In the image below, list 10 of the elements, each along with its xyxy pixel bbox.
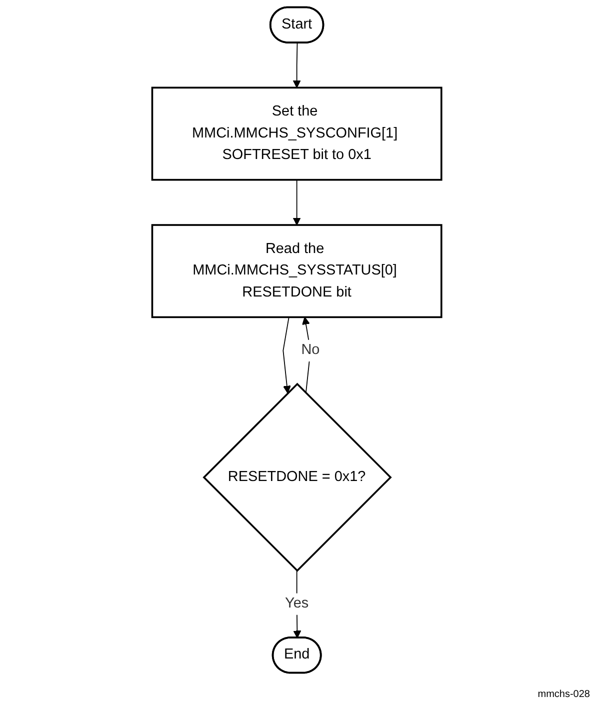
arrow <box>293 570 302 638</box>
edge-label: Yes <box>285 596 309 612</box>
arrow <box>282 316 292 394</box>
arrow <box>293 42 301 88</box>
node-diamond: RESETDONE = 0x1? <box>202 382 392 572</box>
arrow <box>293 179 301 226</box>
node-box: Read the MMCi.MMCHS_SYSSTATUS[0] RESETDONE bit <box>152 224 442 318</box>
edge-label: No <box>301 342 320 358</box>
figure-id: mmchs-028 <box>538 689 590 700</box>
node-box: Set the MMCi.MMCHS_SYSCONFIG[1] SOFTRESET bit to 0x1 <box>152 86 442 181</box>
